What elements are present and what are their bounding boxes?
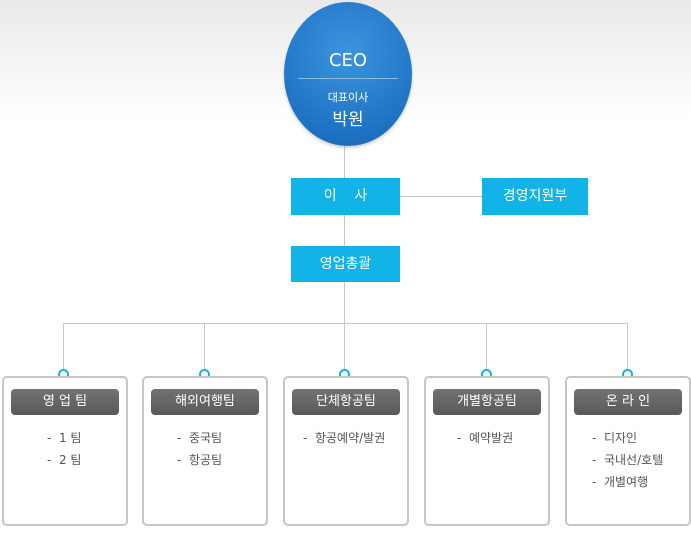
connector-ceo-director	[344, 146, 345, 178]
ceo-role: 대표이사	[327, 91, 369, 104]
dept-item: - 개별여행	[592, 475, 649, 489]
ceo-node: CEO 대표이사 박원	[284, 2, 412, 146]
dept-sales-team: 영 업 팀 - 1 팀 - 2 팀	[2, 376, 128, 526]
dept-online: 온 라 인 - 디자인 - 국내선/호텔 - 개별여행	[565, 376, 691, 526]
support-node: 경영지원부	[482, 178, 588, 215]
dept-header: 온 라 인	[574, 389, 682, 415]
dept-item: - 항공팀	[177, 453, 223, 467]
connector-branch-2	[204, 323, 205, 370]
dept-item: - 중국팀	[177, 431, 223, 445]
connector-horizontal-branch	[63, 323, 628, 324]
dept-item: - 1 팀	[47, 431, 82, 445]
director-node: 이 사	[291, 178, 400, 215]
dept-header: 단체항공팀	[292, 389, 400, 415]
connector-sales-branch	[344, 282, 345, 323]
ceo-title: CEO	[328, 50, 368, 71]
dept-item: - 항공예약/발권	[303, 431, 386, 445]
connector-branch-1	[63, 323, 64, 370]
dept-item: - 디자인	[592, 431, 638, 445]
dept-item: - 2 팀	[47, 453, 82, 467]
connector-director-support	[400, 196, 482, 197]
dept-header: 개별항공팀	[433, 389, 541, 415]
ceo-divider	[298, 78, 398, 79]
connector-branch-5	[627, 323, 628, 370]
ceo-name: 박원	[332, 110, 364, 130]
dept-item: - 국내선/호텔	[592, 453, 664, 467]
dept-header: 영 업 팀	[11, 389, 119, 415]
dept-group-air: 단체항공팀 - 항공예약/발권	[283, 376, 409, 526]
dept-overseas-travel: 해외여행팀 - 중국팀 - 항공팀	[142, 376, 268, 526]
dept-individual-air: 개별항공팀 - 예약발권	[424, 376, 550, 526]
dept-header: 해외여행팀	[151, 389, 259, 415]
connector-director-sales	[344, 214, 345, 246]
connector-branch-3	[344, 323, 345, 370]
dept-item: - 예약발권	[457, 431, 514, 445]
connector-branch-4	[486, 323, 487, 370]
sales-general-node: 영업총괄	[291, 246, 400, 282]
